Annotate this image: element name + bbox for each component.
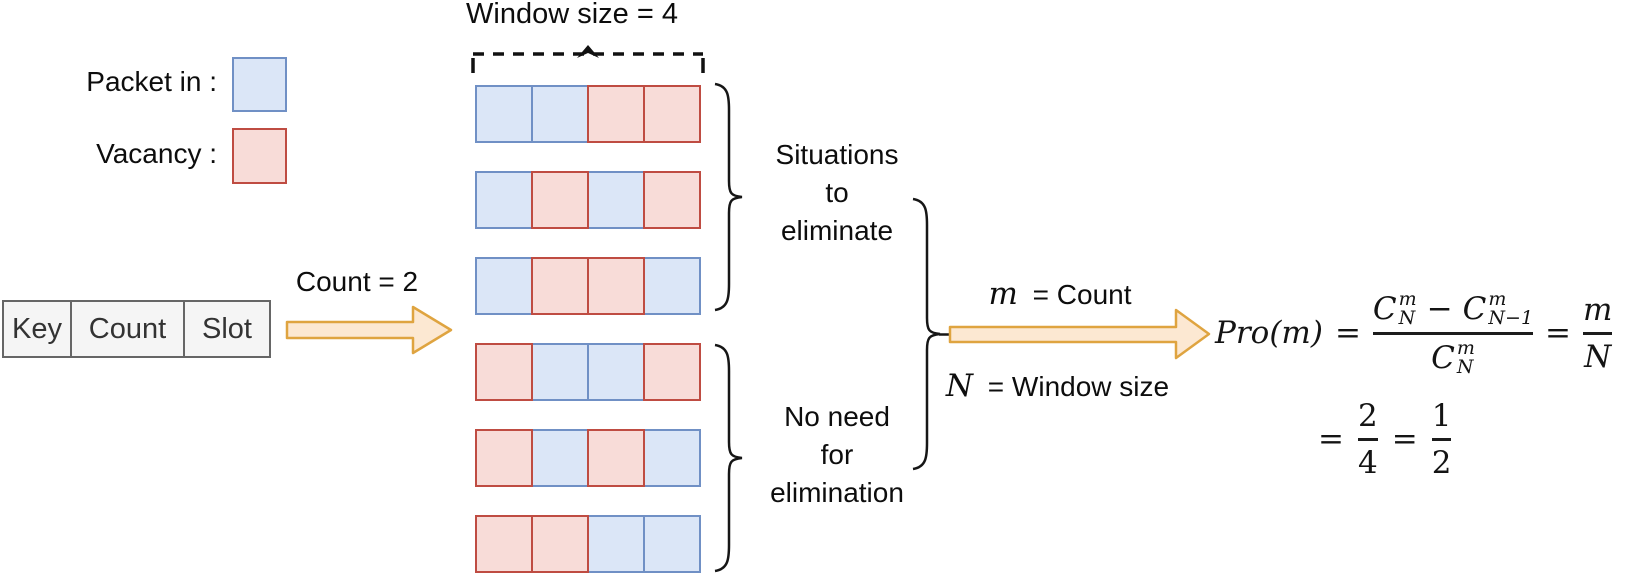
- vacancy-cell: [475, 343, 533, 401]
- eliminate-line-3: eliminate: [780, 215, 894, 246]
- packet-cell: [587, 343, 645, 401]
- brace-no-need-icon: [714, 343, 743, 573]
- packet-cell: [587, 515, 645, 573]
- C-N-m-denominator: C m N: [1431, 336, 1475, 378]
- packet-cell: [531, 343, 589, 401]
- table-cell-count: Count: [70, 300, 185, 358]
- C-N1-m: C m N−1: [1462, 287, 1534, 329]
- formula-eq2: =: [1545, 315, 1572, 351]
- m-over-N-fraction: m N: [1583, 291, 1613, 375]
- minus-sign: −: [1426, 290, 1453, 327]
- formula-main-fraction: C m N − C m N−1 C: [1372, 287, 1534, 378]
- vacancy-swatch-icon: [232, 128, 287, 184]
- no-need-line-1: No need: [784, 401, 890, 432]
- brace-eliminate-icon: [714, 82, 743, 312]
- vacancy-cell: [531, 171, 589, 229]
- packet-cell: [475, 257, 533, 315]
- count-arrow-label: Count = 2: [295, 266, 419, 297]
- two-fourths-fraction: 2 4: [1357, 397, 1378, 481]
- no-need-line-2: for: [820, 439, 854, 470]
- packet-cell: [531, 85, 589, 143]
- vacancy-cell: [587, 429, 645, 487]
- vacancy-cell: [643, 171, 701, 229]
- packet-cell: [475, 85, 533, 143]
- flow-entry-table: Key Count Slot: [2, 300, 271, 358]
- window-row: [475, 429, 701, 487]
- window-size-title: Window size = 4: [466, 0, 678, 30]
- one-half-fraction: 1 2: [1431, 397, 1452, 481]
- vacancy-cell: [531, 257, 589, 315]
- vacancy-cell: [643, 85, 701, 143]
- packet-cell: [643, 429, 701, 487]
- n-rest: = Window size: [987, 371, 1170, 402]
- vacancy-cell: [587, 85, 645, 143]
- legend-packet-label: Packet in :: [86, 66, 217, 97]
- table-cell-slot: Slot: [183, 300, 271, 358]
- no-need-line-3: elimination: [770, 477, 904, 508]
- table-cell-key: Key: [2, 300, 72, 358]
- vacancy-cell: [643, 343, 701, 401]
- window-row: [475, 343, 701, 401]
- count-arrow-icon: [285, 305, 453, 355]
- vacancy-cell: [531, 515, 589, 573]
- packet-cell: [643, 515, 701, 573]
- no-need-label: No need for elimination: [752, 398, 922, 512]
- eliminate-label: Situations to eliminate: [752, 136, 922, 250]
- window-row: [475, 257, 701, 315]
- probability-formula: Pro(m) = C m N − C m N−1: [1215, 283, 1613, 383]
- formula-eq1: =: [1334, 315, 1361, 351]
- vacancy-cell: [475, 515, 533, 573]
- packet-swatch-icon: [232, 57, 287, 112]
- vacancy-cell: [587, 257, 645, 315]
- m-rest: = Count: [1032, 279, 1132, 310]
- m-count-label: m = Count: [955, 276, 1165, 312]
- eliminate-line-2: to: [825, 177, 849, 208]
- packet-cell: [587, 171, 645, 229]
- n-var: N: [945, 368, 974, 404]
- window-row: [475, 85, 701, 143]
- n-window-label: N = Window size: [925, 368, 1190, 404]
- vacancy-cell: [475, 429, 533, 487]
- formula-lhs: Pro(m): [1215, 315, 1323, 351]
- eliminate-line-1: Situations: [775, 139, 899, 170]
- window-rows: [475, 85, 701, 575]
- window-row: [475, 515, 701, 573]
- legend-vacancy-label: Vacancy :: [96, 138, 217, 169]
- formula-result-line: = 2 4 = 1 2: [1318, 397, 1465, 481]
- fraction-bar: [1372, 331, 1534, 335]
- probability-arrow-icon: [939, 308, 1211, 360]
- packet-cell: [531, 429, 589, 487]
- window-row: [475, 171, 701, 229]
- result-eq1: =: [1318, 421, 1344, 457]
- packet-cell: [475, 171, 533, 229]
- result-eq2: =: [1391, 421, 1418, 457]
- C-N-m: C m N: [1372, 287, 1417, 329]
- m-var: m: [988, 276, 1018, 312]
- window-span-bracket-icon: [471, 45, 705, 73]
- packet-cell: [643, 257, 701, 315]
